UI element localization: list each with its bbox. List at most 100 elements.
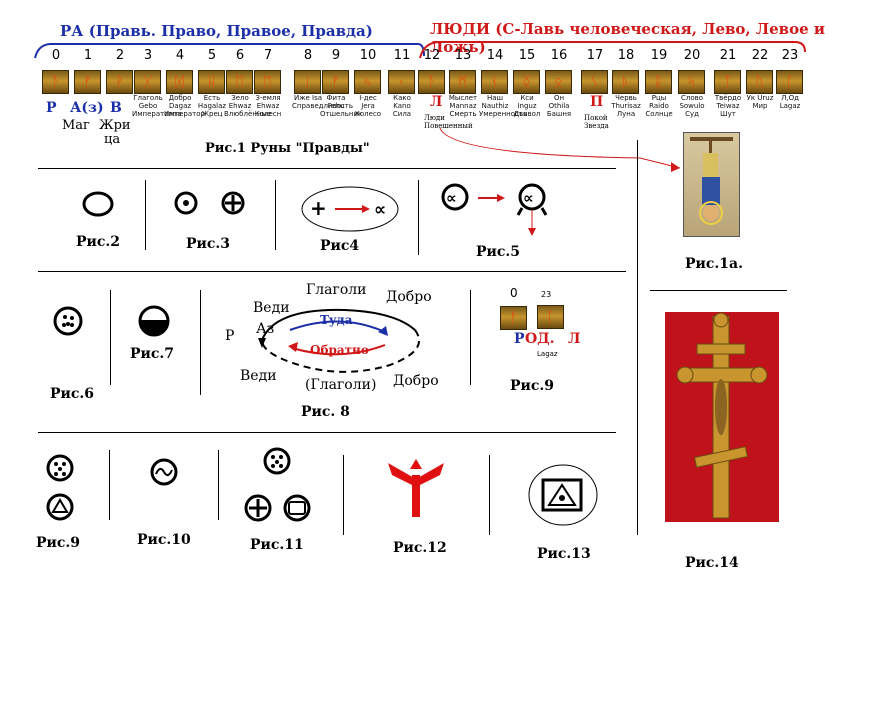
rune-caption: Наш Nauthiz Умеренность	[479, 94, 528, 118]
fig8-vedi-bot: Веди	[240, 368, 277, 384]
rune-tile: ᚦ	[612, 70, 639, 94]
svg-text:∝: ∝	[446, 189, 457, 207]
fig9-lagaz: Lagaz	[537, 350, 558, 358]
label-pokoi: Покой Звезда	[584, 114, 609, 130]
rune-tile: ᛁ	[294, 70, 321, 94]
fig3-title: Рис.3	[186, 236, 231, 252]
fig5-title: Рис.5	[476, 244, 521, 260]
cross-circle-symbol	[221, 191, 245, 215]
row3-symbols	[46, 447, 598, 526]
fig8-dobro-bot: Добро	[393, 373, 439, 389]
rune-number: 22	[751, 48, 769, 63]
fig11-square-symbol	[283, 494, 311, 522]
rune-glyph: ᛁ	[302, 73, 312, 91]
sep-10-11	[218, 450, 219, 520]
divider-right	[650, 290, 787, 291]
divider-3	[38, 432, 616, 433]
rune-glyph: ᛋ	[686, 73, 696, 91]
rune-caption: Слово Sowulo Суд	[679, 94, 705, 118]
rune-tile: ᚨ	[42, 70, 69, 94]
fig6-symbol	[53, 306, 83, 336]
rune-glyph: ᛖ	[262, 73, 272, 91]
fig9-l: Л	[568, 331, 581, 347]
header-ra: РА (Правь. Право, Правое, Правда)	[60, 22, 373, 40]
rune-tile: ᛃ	[354, 70, 381, 94]
rune-caption: I-дес Jera Колесо	[354, 94, 382, 118]
hanged-arrow	[439, 127, 681, 172]
fig11-dots-symbol	[263, 447, 291, 475]
sep-12-13	[489, 455, 490, 535]
rune-number: 8	[303, 48, 313, 63]
rune-tile: ᚺ	[198, 70, 225, 94]
sep-3-4	[275, 180, 276, 250]
fig13-title: Рис.13	[537, 546, 591, 562]
rune-glyph: ᚷ	[142, 73, 152, 91]
rune-tile: ᛖ	[226, 70, 253, 94]
fig9b-triangle-symbol	[46, 493, 74, 521]
rune-tile: ᚲ	[388, 70, 415, 94]
sep-6-7	[110, 290, 111, 385]
sep-8-9	[470, 290, 471, 385]
rune-tile: ᛗ	[449, 70, 476, 94]
rune-caption: Рцы Raido Солнце	[645, 94, 673, 118]
fig14-cross-image	[665, 312, 779, 522]
rune-caption: Кси Inguz Дьявол	[513, 94, 541, 118]
rune-number: 21	[719, 48, 737, 63]
circle-symbol	[82, 191, 114, 217]
rune-caption: Како Kano Сила	[392, 94, 412, 118]
sep-7-8	[200, 290, 201, 395]
rune-number: 3	[143, 48, 153, 63]
fig9-n0: 0	[510, 286, 518, 300]
hanged-man-figure	[690, 137, 733, 225]
fig13-square	[541, 478, 583, 512]
sep-4-5	[418, 180, 419, 255]
fig8-obratno: Обратно	[310, 343, 369, 357]
fig8-ellipse-solid	[261, 308, 416, 341]
fig4-ellipse	[301, 186, 399, 232]
rune-tile: ᚹ	[106, 70, 133, 94]
rune-tile: ᛟ	[545, 70, 572, 94]
rune-tile: ᛏ	[714, 70, 741, 94]
rune-glyph: ᚹ	[114, 73, 124, 91]
sep-2-3	[145, 180, 146, 250]
rune-tile: ᛊ	[581, 70, 608, 94]
rune-tile: ᛞ	[166, 70, 193, 94]
sep-9-10	[109, 450, 110, 520]
rune-glyph: ᚾ	[489, 73, 499, 91]
rune-tile: ᛋ	[678, 70, 705, 94]
label-p: П	[590, 94, 604, 110]
rune-glyph: ᛖ	[234, 73, 244, 91]
fig5-alpha-circle	[441, 183, 469, 211]
rune-glyph: ᚲ	[396, 73, 406, 91]
rune-glyph: ᚦ	[620, 73, 630, 91]
rune-caption: Твёрдо Teiwaz Шут	[714, 94, 742, 118]
rune-tile: ᛝ	[513, 70, 540, 94]
svg-text:∝: ∝	[374, 200, 386, 220]
rune-glyph: ᚢ	[754, 73, 764, 91]
dot-circle-symbol	[174, 191, 198, 215]
rune-tile: ᚠ	[322, 70, 349, 94]
rune-number: 20	[683, 48, 701, 63]
fig12-symbol	[388, 459, 444, 517]
rune-glyph: ᛚ	[784, 73, 794, 91]
label-v: В	[110, 100, 122, 116]
fig8-vedi-top: Веди	[253, 300, 290, 316]
rune-tile: ᚠ	[74, 70, 101, 94]
divider-2	[38, 271, 626, 272]
divider-vertical	[637, 140, 638, 535]
fig9b-dots-symbol	[46, 454, 74, 482]
rune-tile: ᛚ	[776, 70, 803, 94]
fig8-title: Рис. 8	[301, 404, 350, 420]
fig6-title: Рис.6	[50, 386, 95, 402]
rune-glyph: ᚱ	[653, 73, 663, 91]
rune-number: 12	[423, 48, 441, 63]
rune-caption: Мыслет Mannaz Смерть	[448, 94, 478, 118]
fig10-symbol	[150, 458, 178, 486]
label-ludi: Люди Повешенный	[424, 114, 473, 130]
fig8-az: Аз	[256, 321, 275, 337]
svg-text:∝: ∝	[523, 189, 534, 207]
rune-glyph: ᛊ	[589, 73, 599, 91]
rune-caption: Добро Dagaz Имперaтор	[164, 94, 205, 118]
fig8-glagoli-bot: (Глаголи)	[305, 377, 377, 393]
fig11-title: Рис.11	[250, 537, 304, 553]
